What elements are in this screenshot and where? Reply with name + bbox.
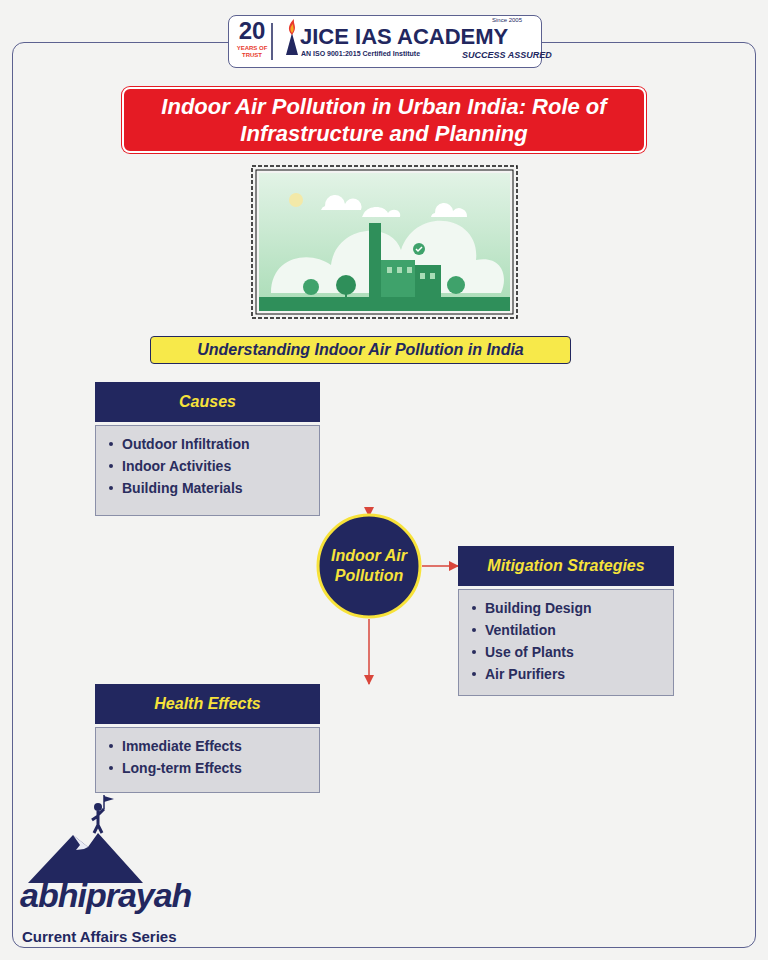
label-text: Current Affairs Series (22, 928, 177, 945)
bullet-item: Use of Plants (469, 641, 663, 663)
title-band: Indoor Air Pollution in Urban India: Rol… (122, 87, 646, 153)
bullet-item: Ventilation (469, 619, 663, 641)
mountain-logo (18, 795, 168, 885)
category-box: Health EffectsImmediate EffectsLong-term… (95, 684, 320, 793)
illustration (251, 165, 518, 319)
bullet-item: Immediate Effects (106, 735, 309, 757)
box-heading: Mitigation Strategies (458, 546, 674, 586)
circle-text: Indoor Air Pollution (329, 546, 409, 586)
bullet-item: Building Design (469, 597, 663, 619)
subtitle-text: Understanding Indoor Air Pollution in In… (157, 341, 564, 359)
box-body: Building DesignVentilationUse of PlantsA… (458, 589, 674, 696)
label-text: JICE IAS ACADEMY (300, 24, 508, 50)
bullet-item: Air Purifiers (469, 663, 663, 685)
title-text: Indoor Air Pollution in Urban India: Rol… (134, 93, 634, 147)
category-box: CausesOutdoor InfiltrationIndoor Activit… (95, 382, 320, 516)
label-text: Since 2005 (492, 17, 522, 23)
circle-shape (316, 513, 422, 619)
bullet-item: Building Materials (106, 477, 309, 499)
box-heading: Causes (95, 382, 320, 422)
subtitle-band: Understanding Indoor Air Pollution in In… (150, 336, 571, 364)
connector-arrow (422, 565, 458, 567)
bullet-item: Indoor Activities (106, 455, 309, 477)
category-box: Mitigation StrategiesBuilding DesignVent… (458, 546, 674, 696)
label-text: YEARS OF TRUST (234, 45, 270, 59)
connector-arrow (368, 619, 370, 684)
bullet-item: Outdoor Infiltration (106, 433, 309, 455)
box-body: Outdoor InfiltrationIndoor ActivitiesBui… (95, 425, 320, 516)
label-text: SUCCESS ASSURED (462, 50, 552, 60)
label-text: 20 (234, 17, 270, 45)
box-heading: Health Effects (95, 684, 320, 724)
center-circle: Indoor Air Pollution (316, 513, 422, 619)
label-text: AN ISO 9001:2015 Certified Institute (301, 50, 420, 57)
bullet-item: Long-term Effects (106, 757, 309, 779)
box-body: Immediate EffectsLong-term Effects (95, 727, 320, 793)
label-text: abhiprayah (20, 876, 191, 915)
